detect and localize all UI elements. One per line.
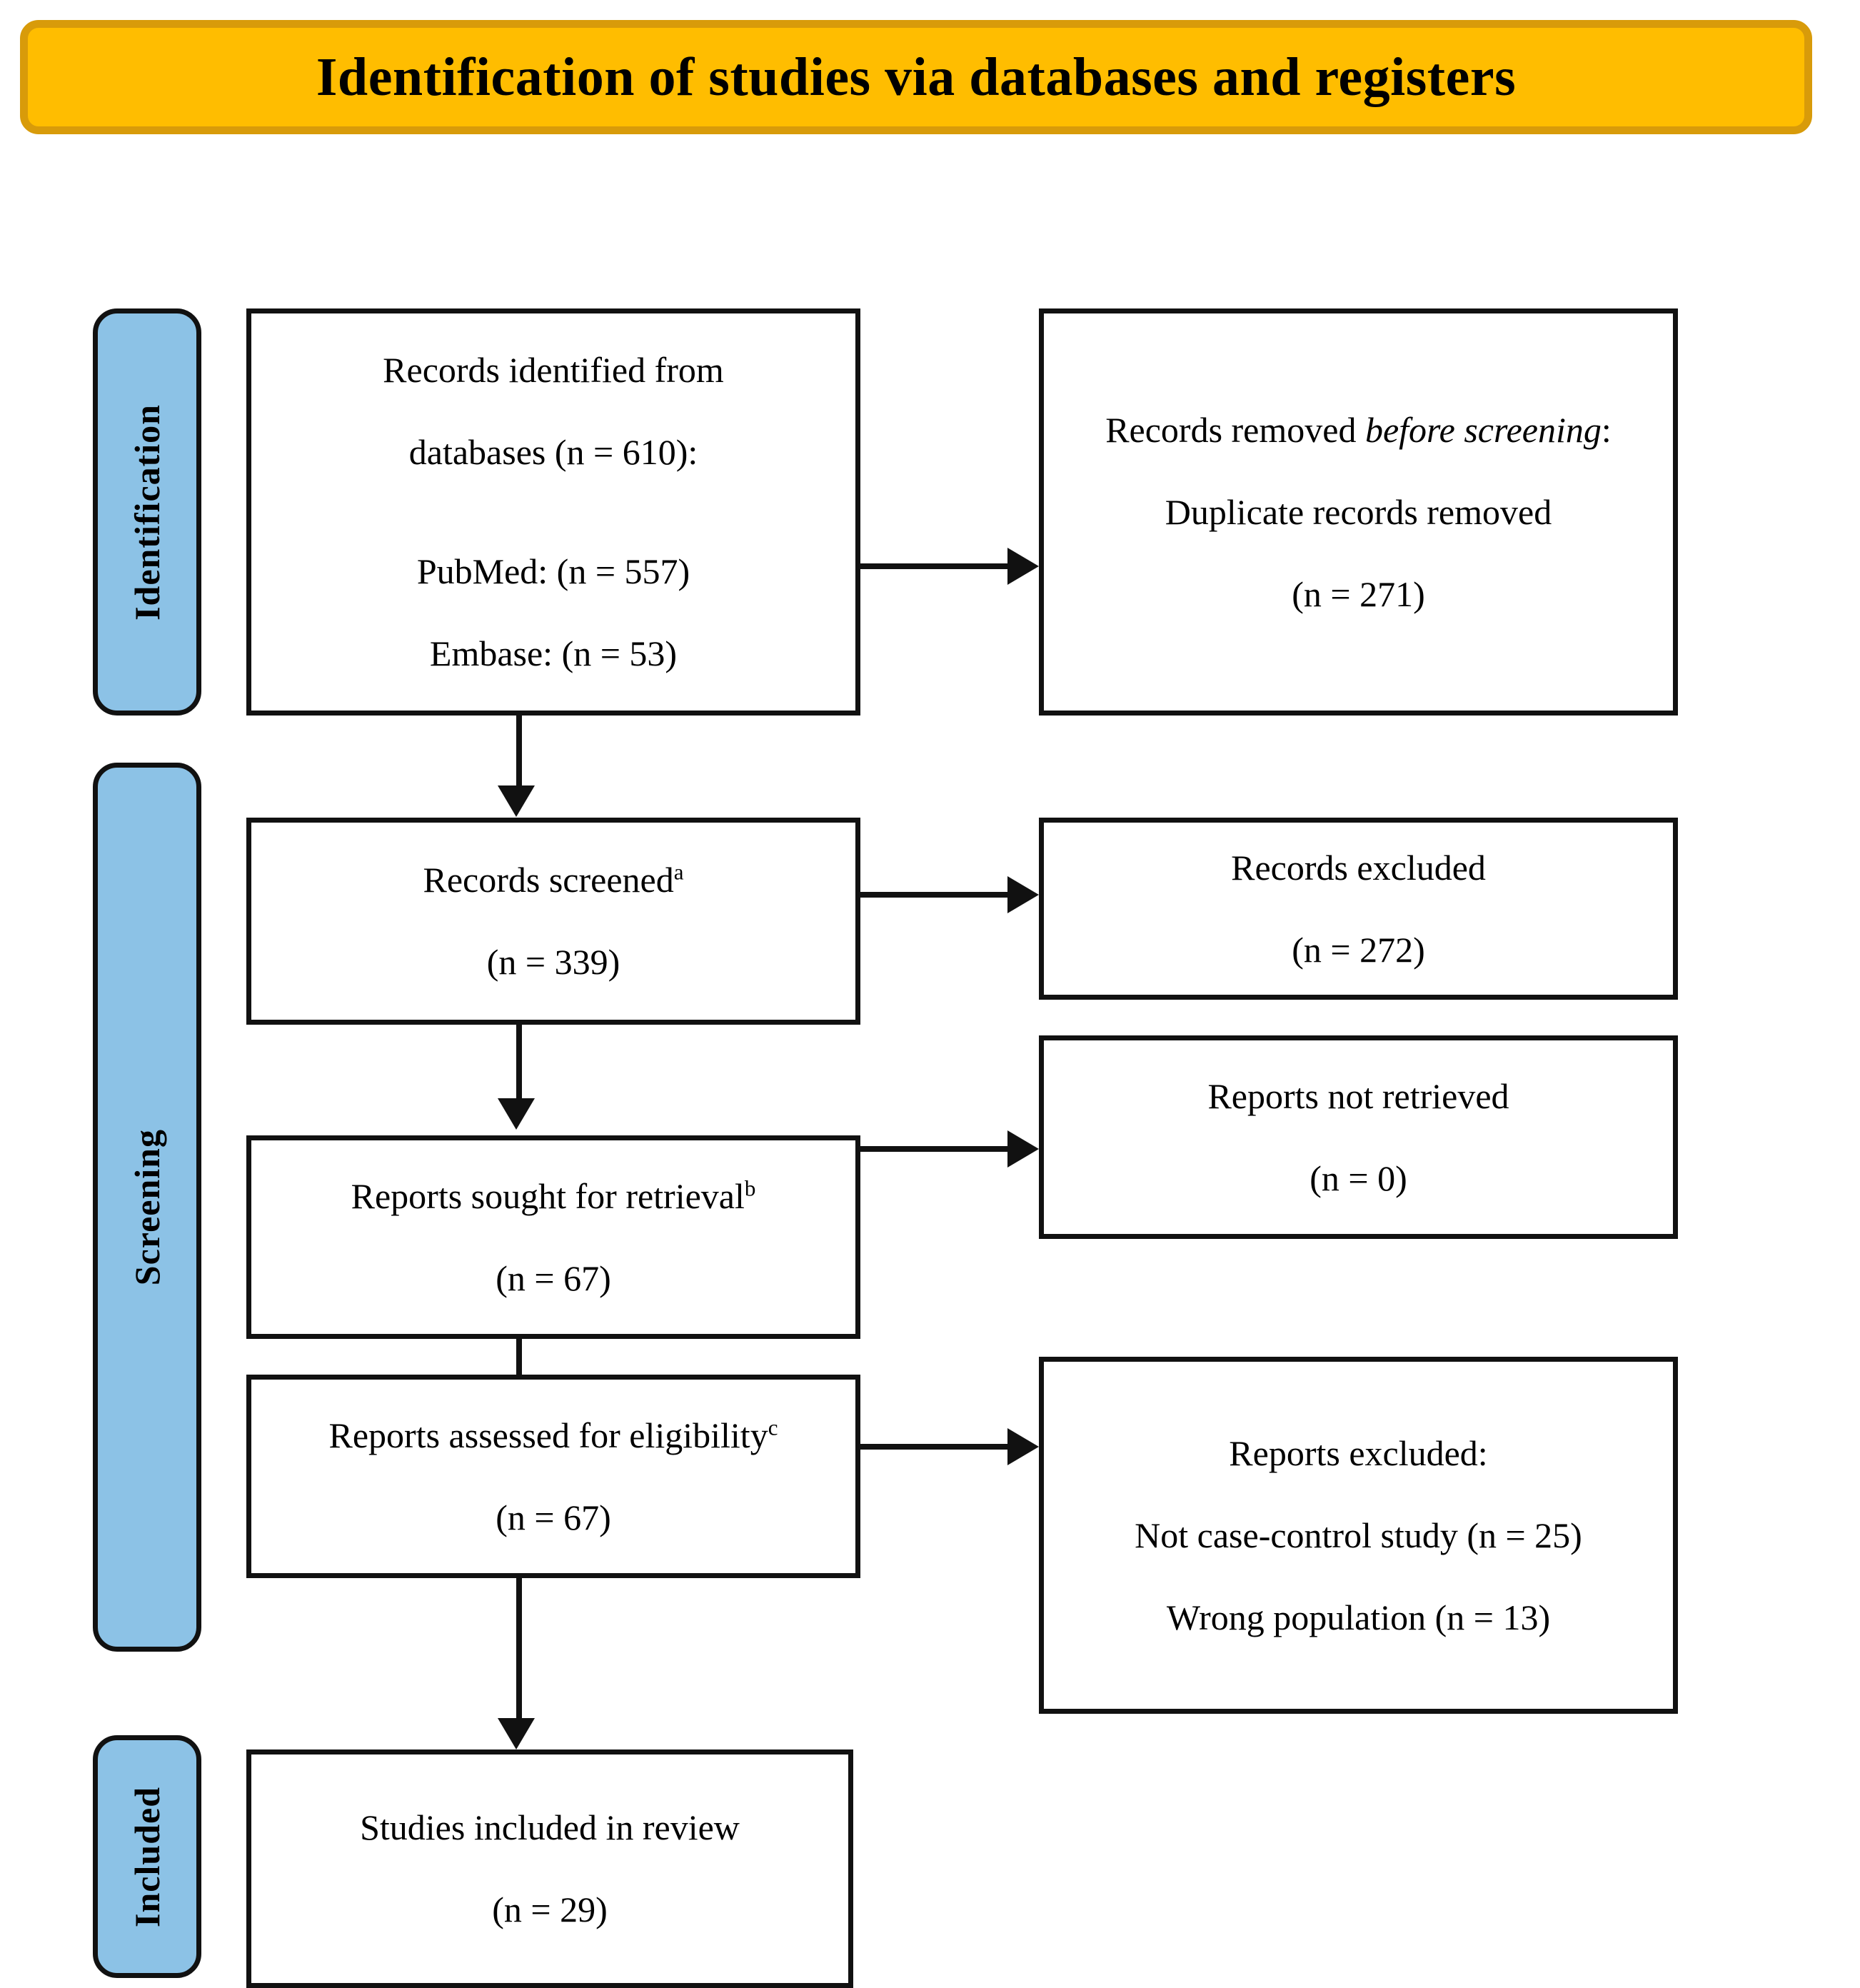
reports-assessed-count: (n = 67) bbox=[496, 1497, 611, 1537]
records-screened-text: Records screened bbox=[423, 860, 674, 900]
reports-sought-count: (n = 67) bbox=[496, 1257, 611, 1298]
arrow-screened-to-sought-head bbox=[498, 1098, 535, 1130]
box-studies-included: Studies included in review (n = 29) bbox=[246, 1749, 853, 1988]
records-excluded-label: Records excluded bbox=[1231, 847, 1486, 888]
box-reports-excluded: Reports excluded: Not case-control study… bbox=[1039, 1357, 1678, 1714]
reports-excluded-heading: Reports excluded: bbox=[1229, 1432, 1488, 1473]
records-screened-label: Records screeneda bbox=[423, 855, 684, 905]
arrow-identified-to-screened-line bbox=[516, 716, 522, 787]
records-removed-heading: Records removed before screening: bbox=[1105, 405, 1612, 456]
reports-sought-label: Reports sought for retrievalb bbox=[351, 1171, 756, 1222]
studies-included-count: (n = 29) bbox=[492, 1889, 608, 1929]
arrow-assessed-to-included-line bbox=[516, 1578, 522, 1720]
stage-rail-identification: Identification bbox=[93, 308, 201, 716]
records-screened-count: (n = 339) bbox=[486, 942, 620, 982]
reports-assessed-footnote-marker: c bbox=[768, 1414, 778, 1440]
records-identified-pubmed: PubMed: (n = 557) bbox=[416, 551, 690, 591]
records-removed-count: (n = 271) bbox=[1292, 573, 1425, 614]
records-identified-embase: Embase: (n = 53) bbox=[429, 633, 678, 673]
arrow-assessed-to-included-head bbox=[498, 1718, 535, 1749]
reports-assessed-text: Reports assessed for eligibility bbox=[328, 1415, 768, 1455]
box-records-identified: Records identified from databases (n = 6… bbox=[246, 308, 860, 716]
box-reports-not-retrieved: Reports not retrieved (n = 0) bbox=[1039, 1035, 1678, 1239]
reports-not-retrieved-label: Reports not retrieved bbox=[1207, 1075, 1509, 1116]
records-removed-italic: before screening bbox=[1364, 409, 1602, 450]
diagram-header-banner: Identification of studies via databases … bbox=[20, 20, 1812, 134]
box-reports-sought-retrieval: Reports sought for retrievalb (n = 67) bbox=[246, 1135, 860, 1339]
reports-sought-footnote-marker: b bbox=[744, 1175, 756, 1200]
arrow-screened-to-excluded-head bbox=[1007, 876, 1039, 913]
arrow-identified-to-removed-head bbox=[1007, 548, 1039, 585]
stage-rail-screening: Screening bbox=[93, 763, 201, 1652]
records-removed-prefix: Records removed bbox=[1105, 409, 1365, 450]
records-screened-footnote-marker: a bbox=[673, 859, 684, 885]
arrow-assessed-to-reportsexcluded-head bbox=[1007, 1428, 1039, 1465]
box-records-excluded: Records excluded (n = 272) bbox=[1039, 818, 1678, 1000]
records-excluded-count: (n = 272) bbox=[1292, 929, 1425, 970]
reports-excluded-reason-1: Not case-control study (n = 25) bbox=[1135, 1515, 1582, 1555]
arrow-sought-to-notretrieved-line bbox=[860, 1146, 1009, 1152]
page-title: Identification of studies via databases … bbox=[316, 47, 1517, 107]
records-identified-line1: Records identified from bbox=[383, 350, 724, 390]
arrow-identified-to-screened-head bbox=[498, 785, 535, 817]
stage-rail-included: Included bbox=[93, 1735, 201, 1978]
box-records-removed-before-screening: Records removed before screening: Duplic… bbox=[1039, 308, 1678, 716]
box-records-screened: Records screeneda (n = 339) bbox=[246, 818, 860, 1025]
arrow-sought-to-notretrieved-head bbox=[1007, 1130, 1039, 1168]
records-removed-suffix: : bbox=[1601, 409, 1612, 450]
box-reports-assessed-eligibility: Reports assessed for eligibilityc (n = 6… bbox=[246, 1375, 860, 1578]
stage-label-screening: Screening bbox=[127, 1128, 167, 1286]
arrow-assessed-to-reportsexcluded-line bbox=[860, 1444, 1009, 1450]
arrow-screened-to-excluded-line bbox=[860, 892, 1009, 898]
arrow-screened-to-sought-line bbox=[516, 1025, 522, 1100]
studies-included-label: Studies included in review bbox=[360, 1807, 740, 1847]
arrow-identified-to-removed-line bbox=[860, 563, 1009, 569]
reports-sought-text: Reports sought for retrieval bbox=[351, 1175, 745, 1216]
records-identified-line2: databases (n = 610): bbox=[408, 432, 698, 472]
stage-label-identification: Identification bbox=[127, 403, 167, 621]
reports-not-retrieved-count: (n = 0) bbox=[1309, 1158, 1407, 1198]
records-removed-duplicates: Duplicate records removed bbox=[1165, 491, 1552, 532]
stage-label-included: Included bbox=[127, 1786, 167, 1927]
reports-assessed-label: Reports assessed for eligibilityc bbox=[329, 1410, 778, 1461]
reports-excluded-reason-2: Wrong population (n = 13) bbox=[1166, 1597, 1551, 1637]
